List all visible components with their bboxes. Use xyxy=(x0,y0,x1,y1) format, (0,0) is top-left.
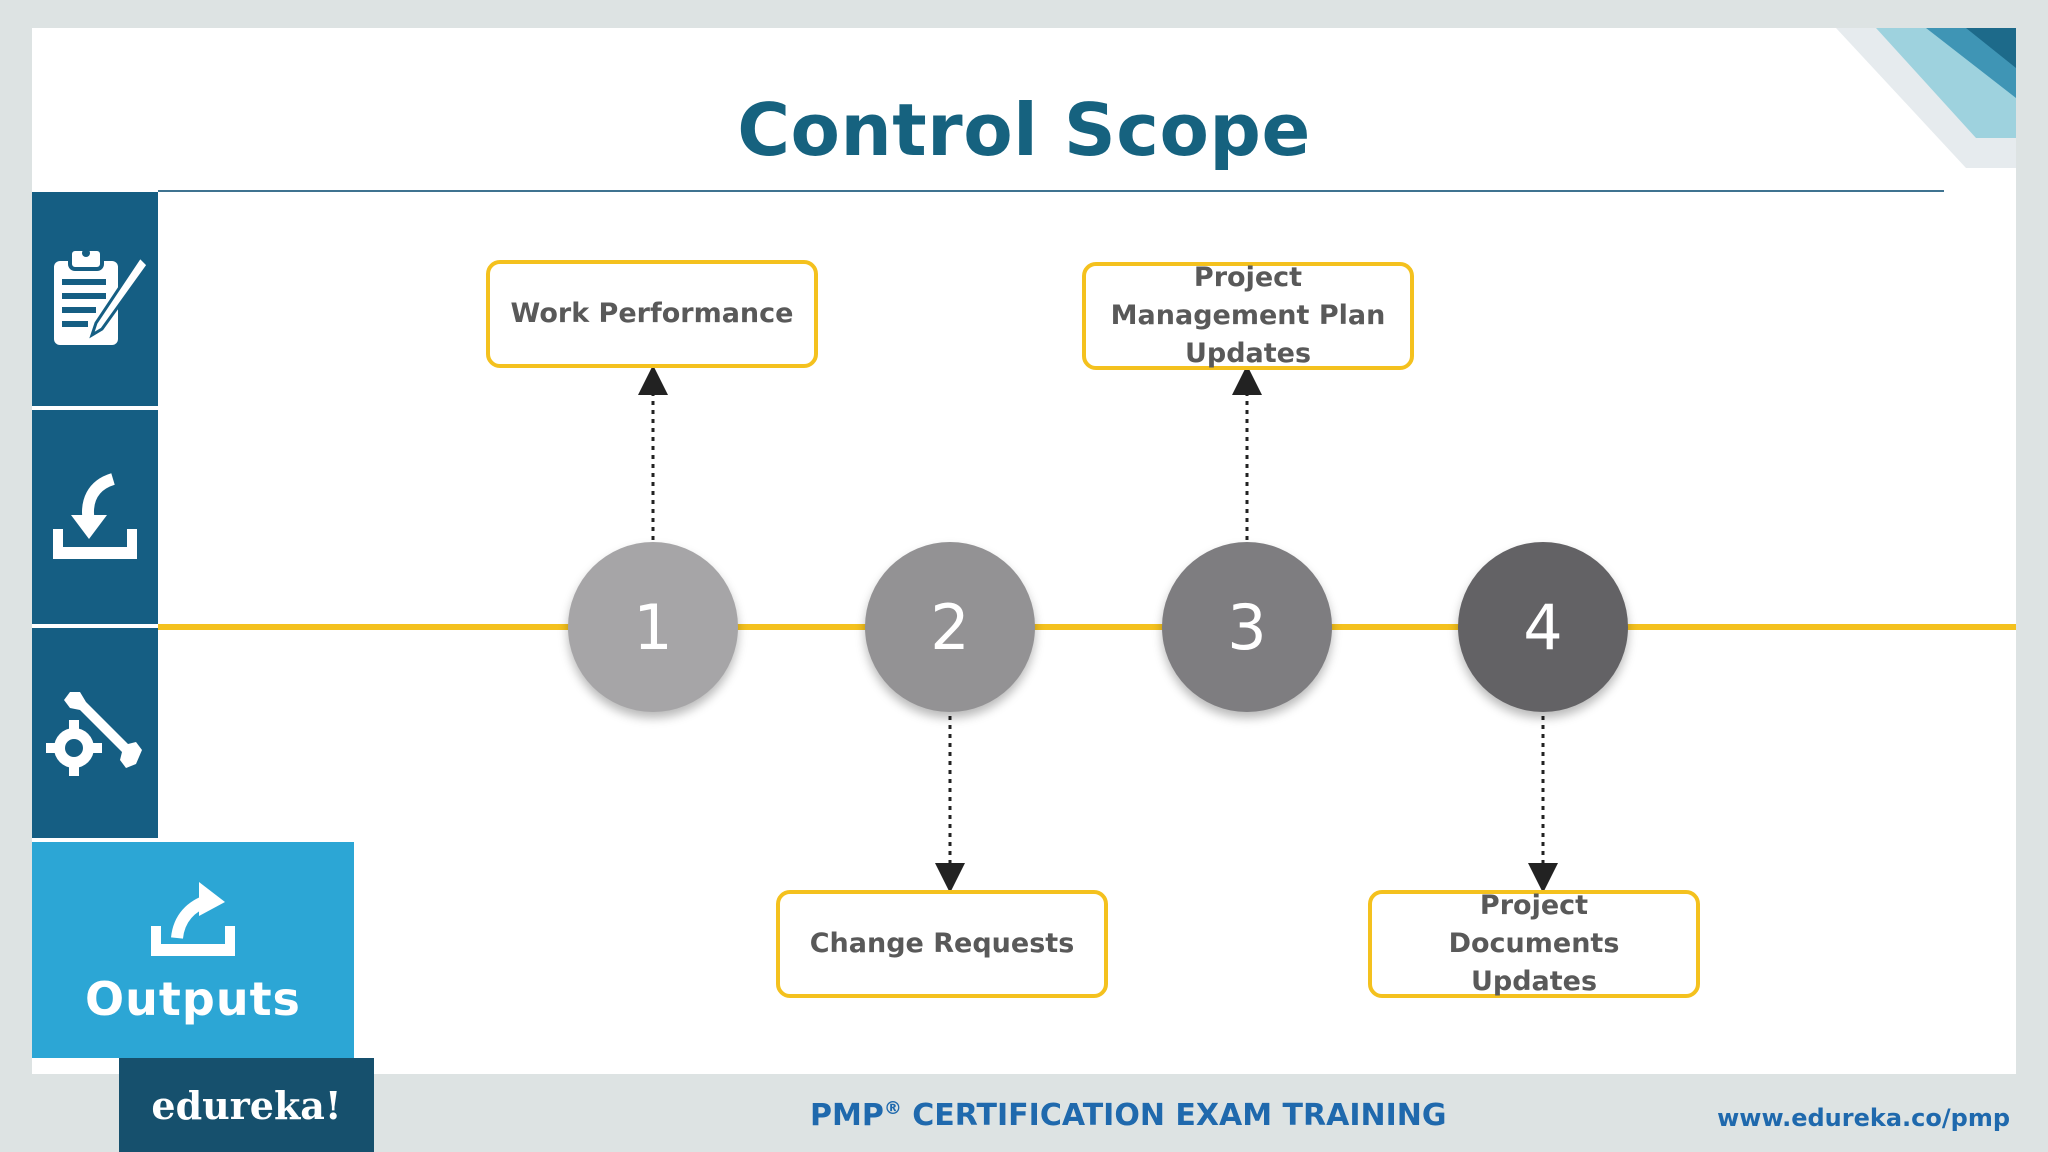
outputs-tile[interactable]: Outputs xyxy=(32,842,354,1058)
footer-url[interactable]: www.edureka.co/pmp xyxy=(1717,1104,2010,1132)
sidebar-tile-download[interactable] xyxy=(32,410,158,624)
footer-title-prefix: PMP xyxy=(810,1098,884,1133)
step-circle-2: 2 xyxy=(865,542,1035,712)
upload-icon xyxy=(151,882,235,956)
footer-title-suffix: CERTIFICATION EXAM TRAINING xyxy=(901,1098,1447,1133)
output-box-pm-plan-updates: Project Management Plan Updates xyxy=(1082,262,1414,370)
registered-mark: ® xyxy=(883,1098,902,1119)
sidebar xyxy=(32,192,158,838)
title-divider xyxy=(158,190,1944,192)
step-circle-3: 3 xyxy=(1162,542,1332,712)
page-title: Control Scope xyxy=(737,88,1311,172)
sidebar-tile-tools[interactable] xyxy=(32,628,158,838)
tools-icon xyxy=(46,692,142,776)
step-circle-1: 1 xyxy=(568,542,738,712)
timeline xyxy=(158,365,2016,893)
edureka-logo: edureka! xyxy=(119,1058,374,1152)
footer-title: PMP® CERTIFICATION EXAM TRAINING xyxy=(810,1098,1447,1133)
output-box-project-documents-updates: Project Documents Updates xyxy=(1368,890,1700,998)
step-circle-4: 4 xyxy=(1458,542,1628,712)
corner-decoration xyxy=(1836,28,2016,168)
checklist-icon xyxy=(54,247,150,345)
output-box-change-requests: Change Requests xyxy=(776,890,1108,998)
download-icon xyxy=(53,473,137,559)
slide: Control Scope xyxy=(32,28,2016,1074)
outputs-label: Outputs xyxy=(85,972,301,1026)
output-box-work-performance: Work Performance xyxy=(486,260,818,368)
sidebar-tile-inputs[interactable] xyxy=(32,192,158,406)
